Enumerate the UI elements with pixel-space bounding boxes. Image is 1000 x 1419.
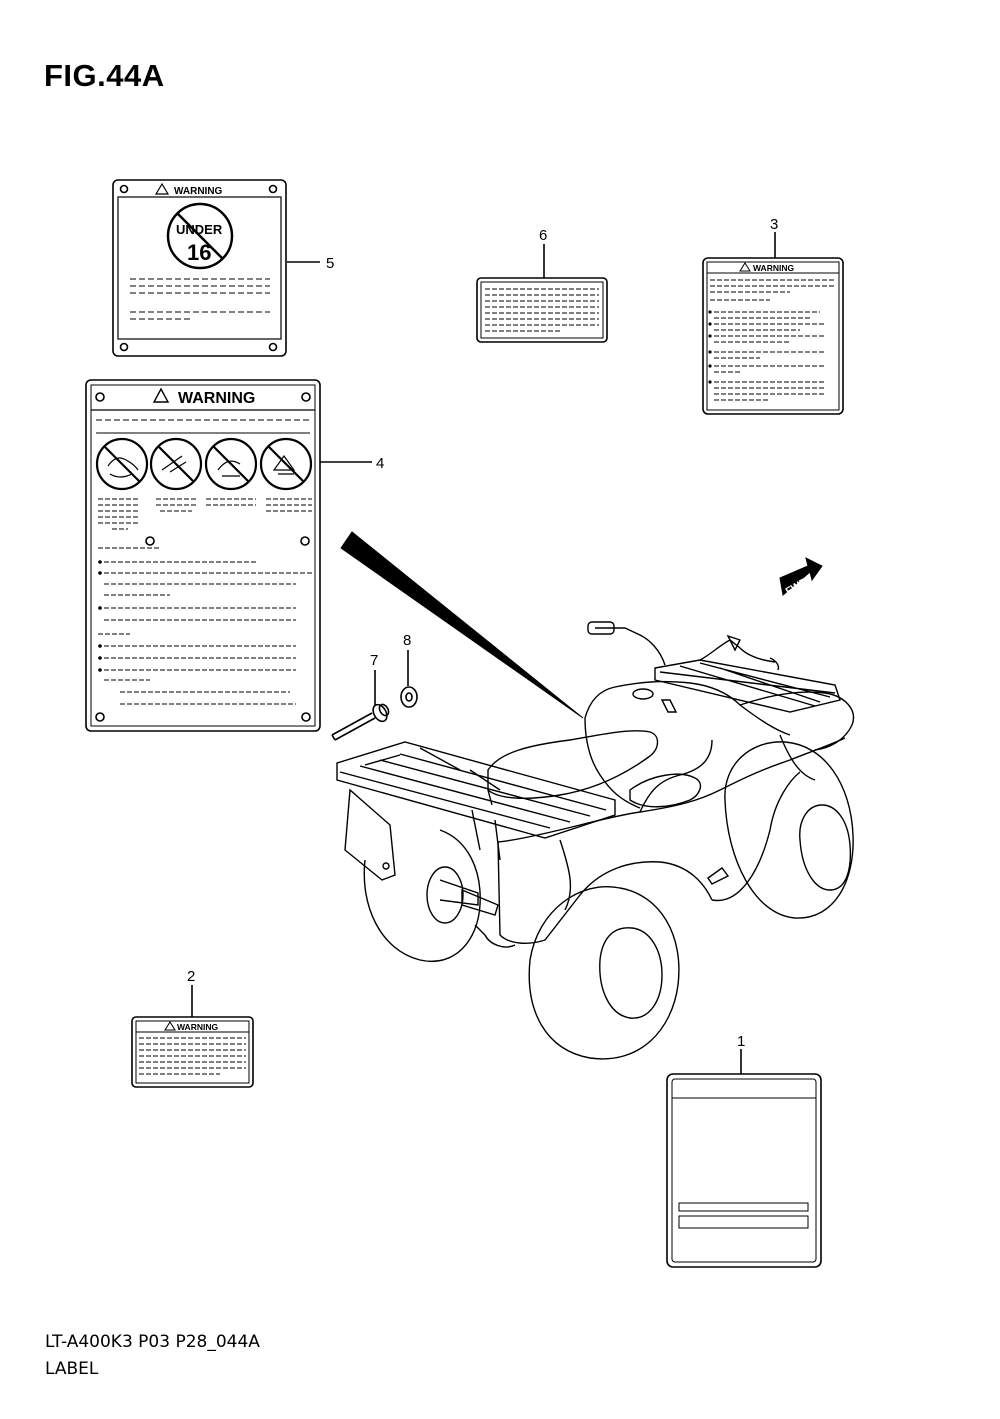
callout-4: 4: [376, 455, 384, 472]
fwd-arrow-icon: FWD: [779, 557, 823, 597]
warning-triangle-icon: [164, 1021, 176, 1031]
callout-5: 5: [326, 255, 334, 272]
under-text: UNDER: [176, 222, 223, 237]
label-1[interactable]: [666, 1073, 822, 1268]
callout-1: 1: [737, 1033, 745, 1050]
prohibition-icon: [259, 437, 313, 491]
callout-6: 6: [539, 227, 547, 244]
age-text: 16: [187, 240, 211, 265]
prohibition-icon: [149, 437, 203, 491]
callout-2: 2: [187, 968, 195, 985]
label-5-warning-text: WARNING: [174, 186, 223, 197]
prohibition-icon: [166, 202, 234, 270]
label-4-warning[interactable]: WARNING: [85, 379, 321, 732]
warning-triangle-icon: [152, 387, 170, 403]
label-5-under16-warning[interactable]: WARNING UNDER 16: [112, 179, 287, 357]
callout-8: 8: [403, 632, 411, 649]
atv-vehicle-illustration: [336, 621, 855, 1060]
model-code: LT-A400K3 P03 P28_044A: [45, 1332, 260, 1352]
location-pointer: [340, 531, 584, 719]
prohibition-icon: [204, 437, 258, 491]
figure-title: FIG.44A: [44, 58, 165, 93]
washer-8[interactable]: [400, 686, 418, 708]
rivet-7[interactable]: [331, 702, 390, 741]
label-4-warning-text: WARNING: [178, 390, 255, 407]
warning-triangle-icon: [154, 182, 170, 195]
warning-triangle-icon: [739, 262, 751, 272]
label-2-warning-text: WARNING: [177, 1022, 218, 1032]
label-3-warning-text: WARNING: [753, 263, 794, 273]
prohibition-icon: [95, 437, 149, 491]
callout-7: 7: [370, 652, 378, 669]
label-2-warning[interactable]: WARNING: [131, 1016, 254, 1088]
section-name: LABEL: [45, 1359, 99, 1379]
label-3-warning[interactable]: WARNING: [702, 257, 844, 415]
callout-3: 3: [770, 216, 778, 233]
label-6[interactable]: [476, 277, 608, 343]
